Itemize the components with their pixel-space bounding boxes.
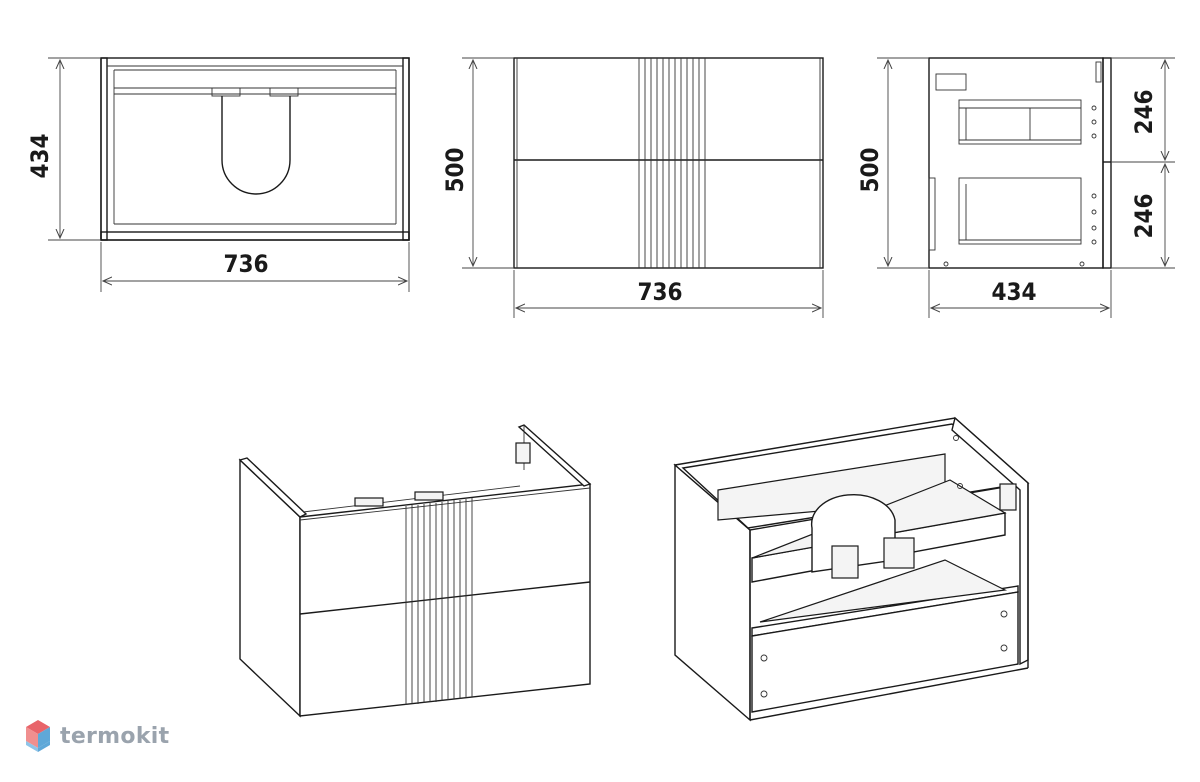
front-view-height-label: 500 (441, 147, 469, 192)
side-view: 434 500 246 246 (856, 57, 1175, 318)
side-view-lower-drawer-label: 246 (1130, 193, 1158, 238)
isometric-closed-grooves (405, 498, 473, 705)
top-view: 736 434 (26, 57, 410, 292)
top-view-depth-label: 434 (26, 133, 54, 178)
front-view-grooves (638, 58, 706, 268)
brand-name: termokit (60, 723, 170, 749)
isometric-closed-view (238, 424, 592, 718)
side-view-height-label: 500 (856, 147, 884, 192)
side-view-depth-label: 434 (991, 278, 1036, 306)
side-view-upper-drawer-label: 246 (1130, 89, 1158, 134)
isometric-open-view (673, 416, 1030, 722)
front-view: 736 500 (441, 57, 824, 318)
top-view-width-label: 736 (223, 250, 268, 278)
front-view-width-label: 736 (637, 278, 682, 306)
cube-icon (26, 720, 50, 752)
brand-logo: termokit (24, 718, 169, 754)
